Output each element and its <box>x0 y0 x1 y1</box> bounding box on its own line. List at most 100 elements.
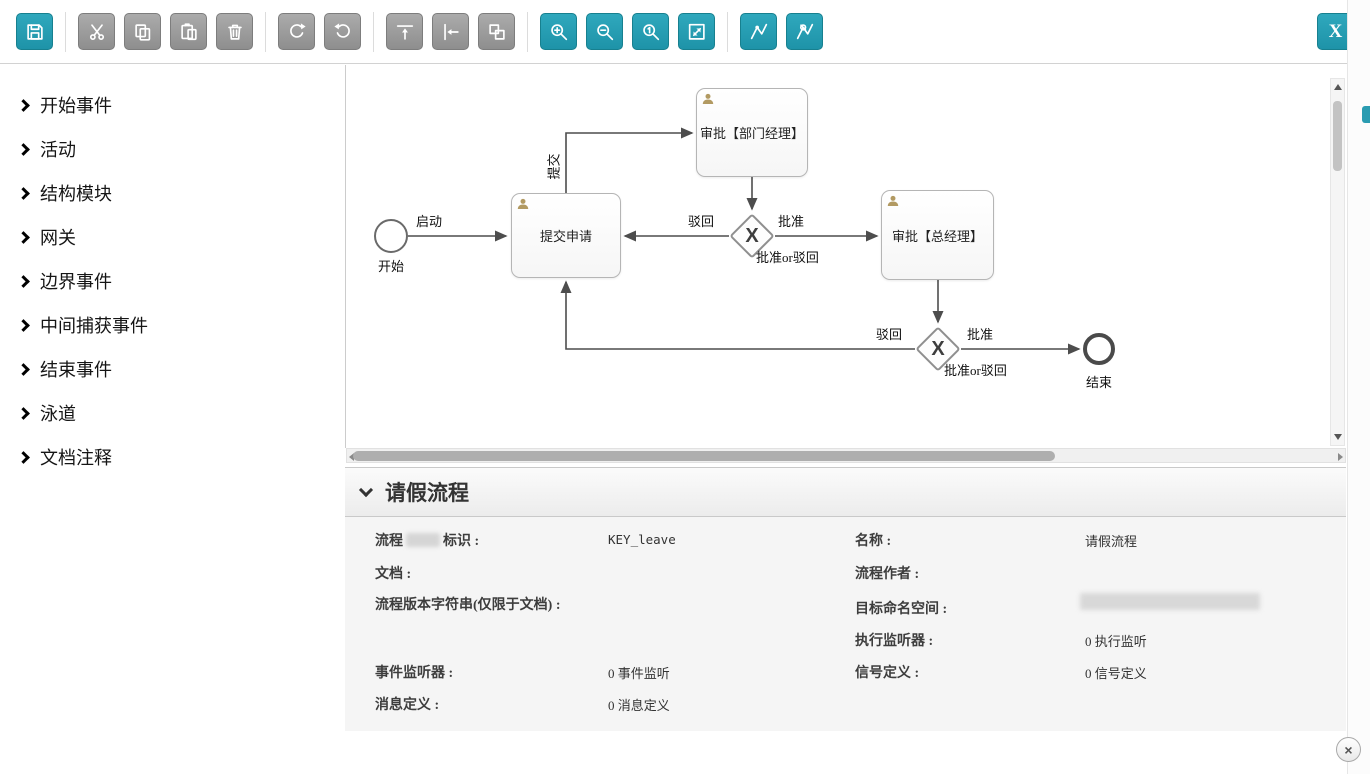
name-label: 名称 : <box>855 534 892 549</box>
message-definitions-value[interactable]: 0 消息定义 <box>608 698 670 713</box>
zoom-in-button[interactable] <box>540 13 577 50</box>
zoom-in-icon <box>550 23 567 40</box>
chevron-right-icon <box>17 274 30 288</box>
trash-icon <box>227 24 242 40</box>
redacted-namespace-value[interactable] <box>1080 593 1260 610</box>
diagram-canvas[interactable]: 开始 结束 提交申请 审批【部门经理】 审批【总经理】 X 批准or驳回 X 批… <box>345 65 1346 448</box>
zoom-out-button[interactable] <box>586 13 623 50</box>
undo-icon <box>333 22 350 38</box>
zoom-fit-icon <box>688 23 705 40</box>
palette-item-gateways[interactable]: 网关 <box>0 215 345 259</box>
align-top-icon <box>396 24 413 40</box>
palette-item-end-events[interactable]: 结束事件 <box>0 347 345 391</box>
copy-icon <box>134 23 150 41</box>
scroll-right-arrow-icon[interactable] <box>1338 453 1343 461</box>
process-key-label-suffix: 标识 : <box>443 534 480 549</box>
remove-bendpoint-button[interactable] <box>786 13 823 50</box>
task-label: 提交申请 <box>539 229 592 244</box>
version-string-label: 流程版本字符串(仅限于文档) : <box>375 598 561 613</box>
palette-item-start-events[interactable]: 开始事件 <box>0 83 345 127</box>
add-bendpoint-icon <box>750 23 767 39</box>
start-event-label: 开始 <box>377 259 404 274</box>
copy-button <box>124 13 161 50</box>
palette-item-label: 中间捕获事件 <box>40 316 148 336</box>
clipped-icon <box>1362 106 1370 123</box>
name-value[interactable]: 请假流程 <box>1085 534 1138 549</box>
namespace-label: 目标命名空间 : <box>855 602 948 617</box>
cut-icon <box>89 23 104 40</box>
delete-button <box>216 13 253 50</box>
chevron-right-icon <box>17 318 30 332</box>
process-key-label-prefix: 流程 <box>375 534 403 549</box>
canvas-vertical-scrollbar[interactable] <box>1330 78 1345 446</box>
redacted-blur <box>406 533 440 547</box>
task-label: 审批【总经理】 <box>891 228 983 244</box>
user-task-icon <box>702 93 714 104</box>
gateway-x-glyph: X <box>745 224 759 247</box>
toolbar-group-edit <box>78 13 253 50</box>
palette-item-annotations[interactable]: 文档注释 <box>0 435 345 479</box>
chevron-right-icon <box>17 142 30 156</box>
close-panel-button[interactable]: × <box>1336 737 1361 762</box>
palette-item-activities[interactable]: 活动 <box>0 127 345 171</box>
horizontal-scroll-thumb[interactable] <box>353 451 1055 461</box>
save-button[interactable] <box>16 13 53 50</box>
palette-item-label: 边界事件 <box>40 272 112 292</box>
event-listeners-label: 事件监听器 : <box>375 666 454 681</box>
exclusive-gateway-2[interactable]: X <box>915 326 961 372</box>
paste-icon <box>180 22 197 40</box>
end-event[interactable] <box>1083 333 1115 365</box>
paste-button <box>170 13 207 50</box>
palette-item-label: 文档注释 <box>40 448 112 468</box>
signal-definitions-value[interactable]: 0 信号定义 <box>1085 666 1147 681</box>
palette-item-label: 网关 <box>40 228 76 248</box>
flow-label-reject-2: 驳回 <box>876 327 903 342</box>
flow-label-submit: 提交 <box>546 153 562 180</box>
palette-item-boundary-events[interactable]: 边界事件 <box>0 259 345 303</box>
palette-item-intermediate-events[interactable]: 中间捕获事件 <box>0 303 345 347</box>
align-top-button <box>386 13 423 50</box>
palette-item-label: 活动 <box>40 140 76 160</box>
task-label: 审批【部门经理】 <box>699 126 804 141</box>
scroll-left-arrow-icon[interactable] <box>349 453 354 461</box>
user-task-icon <box>887 195 899 206</box>
task-approve-general-manager[interactable]: 审批【总经理】 <box>881 190 994 280</box>
message-definitions-label: 消息定义 : <box>375 698 440 713</box>
task-submit-request[interactable]: 提交申请 <box>511 193 621 278</box>
properties-title: 请假流程 <box>385 481 469 505</box>
chevron-down-icon[interactable] <box>358 482 374 497</box>
start-event[interactable] <box>374 219 408 253</box>
save-icon <box>26 23 43 40</box>
canvas-horizontal-scrollbar[interactable] <box>346 448 1346 463</box>
toolbar-separator <box>373 11 374 52</box>
add-bendpoint-button[interactable] <box>740 13 777 50</box>
event-listeners-value[interactable]: 0 事件监听 <box>608 666 670 681</box>
redo-button <box>278 13 315 50</box>
palette-item-swimlanes[interactable]: 泳道 <box>0 391 345 435</box>
scroll-down-arrow-icon[interactable] <box>1334 434 1342 440</box>
zoom-actual-button[interactable] <box>632 13 669 50</box>
chevron-right-icon <box>17 362 30 376</box>
palette-item-structural[interactable]: 结构模块 <box>0 171 345 215</box>
end-event-label: 结束 <box>1085 375 1112 390</box>
palette-item-label: 结构模块 <box>40 184 112 204</box>
chevron-right-icon <box>17 186 30 200</box>
sequence-flows <box>408 127 1081 355</box>
flow-label-launch: 启动 <box>416 214 443 229</box>
process-key-value[interactable]: KEY_leave <box>608 532 676 547</box>
task-approve-dept-manager[interactable]: 审批【部门经理】 <box>696 88 808 177</box>
zoom-fit-button[interactable] <box>678 13 715 50</box>
toolbar-group-bendpoint <box>740 13 823 50</box>
scroll-up-arrow-icon[interactable] <box>1334 84 1342 90</box>
chevron-right-icon <box>17 230 30 244</box>
user-task-icon <box>517 198 529 209</box>
cut-button <box>78 13 115 50</box>
vertical-scroll-thumb[interactable] <box>1333 101 1342 171</box>
exclusive-gateway-1[interactable]: X <box>729 213 775 259</box>
author-label: 流程作者 : <box>855 567 920 582</box>
toolbar-separator <box>265 11 266 52</box>
properties-header[interactable]: 请假流程 <box>345 468 1346 517</box>
execution-listeners-value[interactable]: 0 执行监听 <box>1085 634 1147 649</box>
process-key-label: 流程 标识 : <box>375 530 479 550</box>
